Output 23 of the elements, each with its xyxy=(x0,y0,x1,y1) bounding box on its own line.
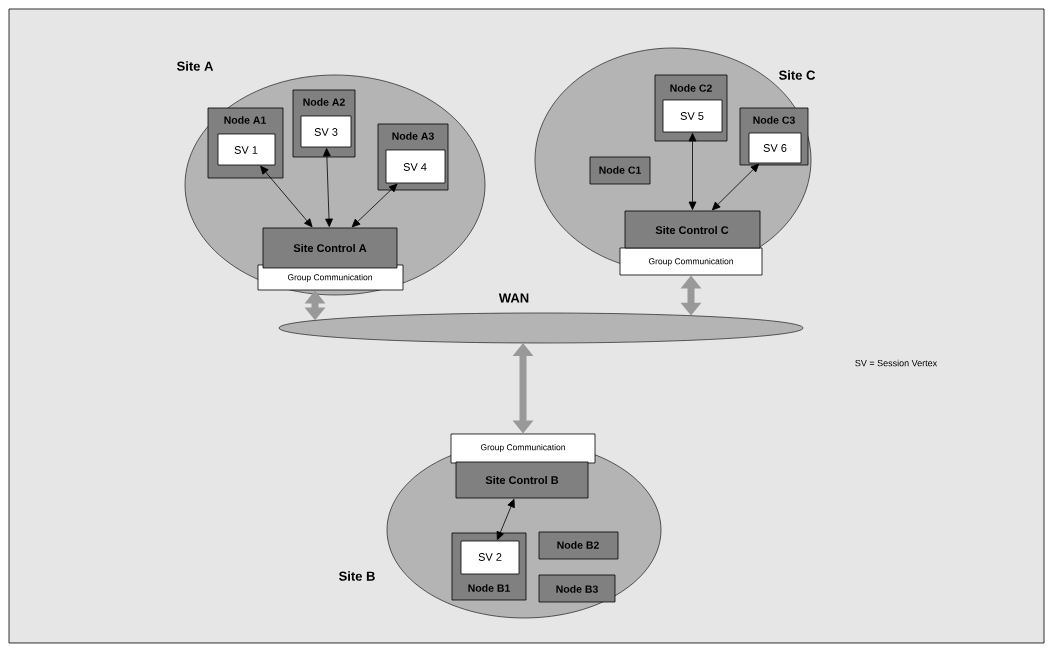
arrow xyxy=(351,183,398,228)
arrow xyxy=(688,133,697,210)
arrow xyxy=(322,148,333,227)
control-box: Site Control B xyxy=(455,461,589,499)
arrow xyxy=(711,163,760,211)
session-box: SV 5 xyxy=(662,99,723,133)
session-box: SV 4 xyxy=(385,149,446,184)
session-box: SV 3 xyxy=(300,115,352,148)
node-label: Site B xyxy=(338,571,375,581)
node-label: WAN xyxy=(498,293,529,303)
node-box: Node C1 xyxy=(589,156,651,185)
communication-box: Group Communication xyxy=(450,433,596,464)
node-box: Node B2 xyxy=(538,531,619,560)
node-box: Node B3 xyxy=(538,574,616,603)
session-box: SV 1 xyxy=(217,133,276,166)
control-box: Site Control A xyxy=(262,227,398,269)
arrow xyxy=(260,165,313,228)
node-label: Site A xyxy=(176,61,214,71)
arrow xyxy=(496,498,515,541)
session-box: SV 2 xyxy=(460,540,520,575)
session-box: SV 6 xyxy=(748,132,802,164)
control-box: Site Control C xyxy=(624,210,761,249)
note-text: SV = Session Vertex xyxy=(855,359,938,367)
